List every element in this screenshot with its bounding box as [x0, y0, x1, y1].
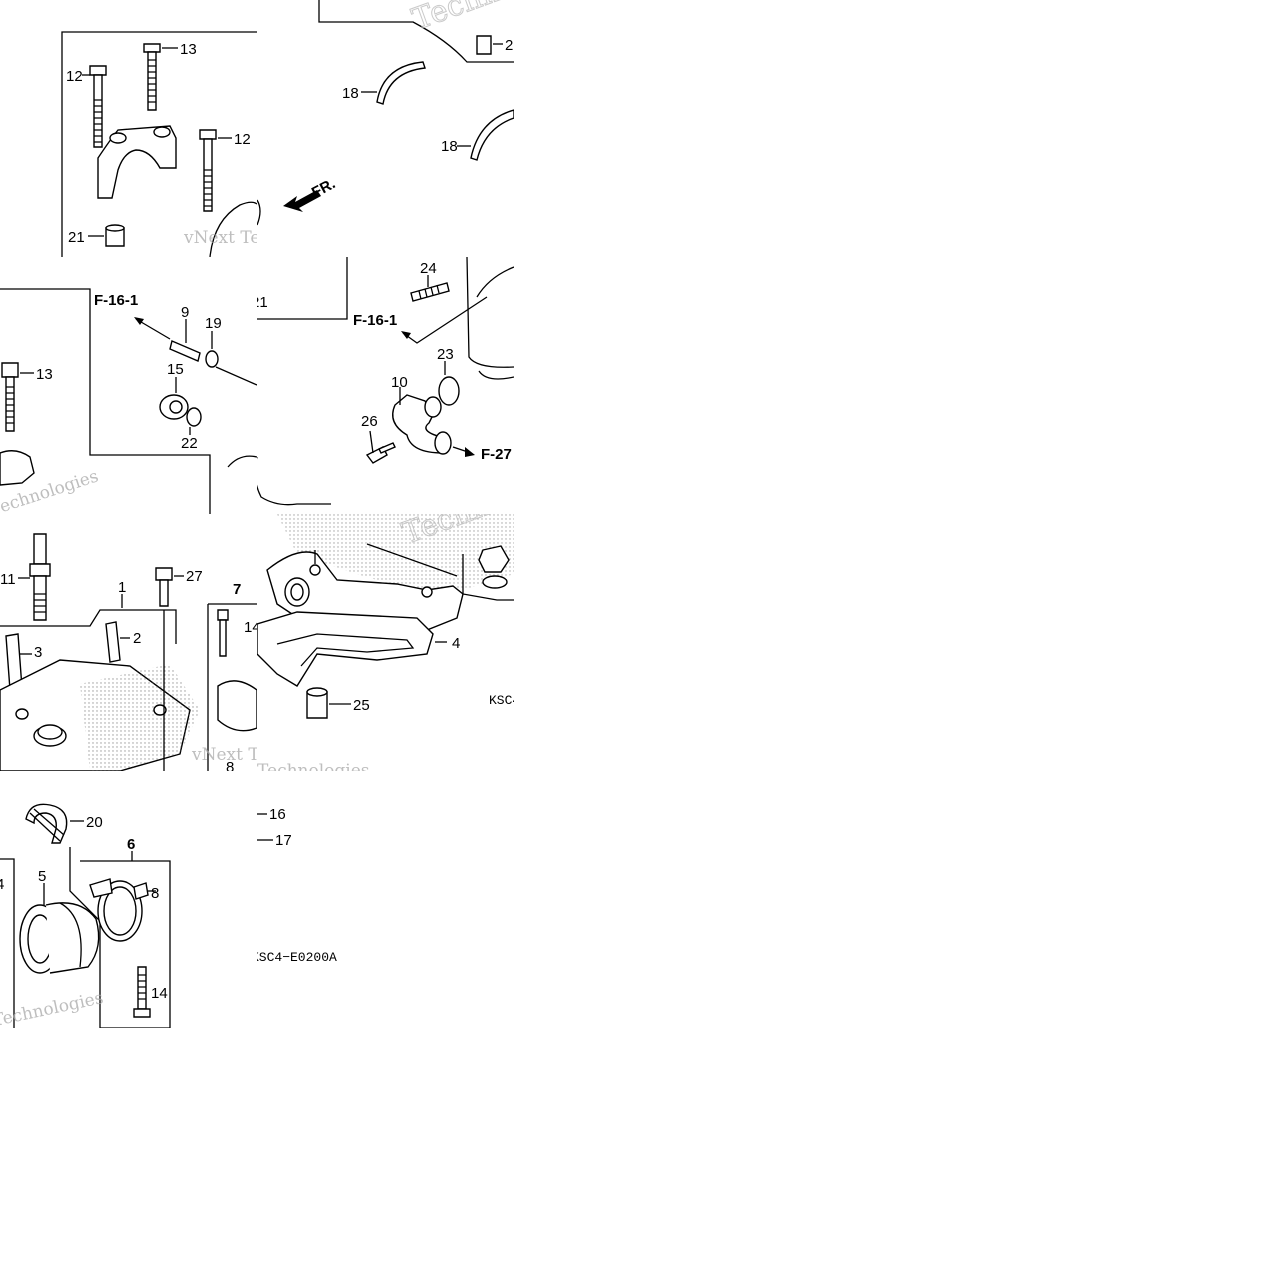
seal-15: 15 — [159, 361, 189, 420]
nut-washer — [478, 545, 510, 589]
stud-24: 24 — [410, 260, 450, 302]
ref-f16-1: F-16-1 — [94, 292, 138, 309]
cam-holder — [97, 125, 177, 199]
label-12-b: 12 — [234, 131, 251, 148]
gasket-4: 4 — [257, 611, 460, 687]
ref-f27: F-27 — [481, 446, 512, 463]
label-21-c: 21 — [257, 294, 268, 311]
cylinder-head — [0, 659, 200, 771]
label-5: 5 — [38, 868, 46, 885]
front-arrow: FR. — [283, 175, 338, 212]
tile-insulator: 4 20 5 6 — [0, 771, 257, 1028]
band-20: 20 — [25, 803, 103, 844]
clip-18-a: 18 — [342, 61, 426, 105]
label-12-a: 12 — [66, 68, 83, 85]
bolt-14-b: 14 — [133, 966, 168, 1018]
tile-cylinder-head-left: 11 27 1 2 3 — [0, 514, 257, 771]
dowel-2x: 2 — [476, 35, 513, 55]
label-2: 2 — [133, 630, 141, 647]
label-18-a: 18 — [342, 85, 359, 102]
dowel-21: 21 — [68, 224, 125, 247]
label-14-b: 14 — [151, 985, 168, 1002]
label-26: 26 — [361, 413, 378, 430]
nut-8: 8 — [133, 882, 159, 902]
guide-2: 2 — [105, 621, 141, 663]
label-6: 6 — [127, 836, 135, 853]
tile-legend: 16 17 KSC4−E0200A — [257, 771, 514, 1028]
label-27: 27 — [186, 568, 203, 585]
ref-f16-1-b: F-16-1 — [353, 312, 397, 329]
label-11: 11 — [0, 571, 16, 588]
oring-23: 23 — [437, 346, 460, 406]
label-4-b: 4 — [0, 876, 4, 893]
watermark: vNext Tec — [191, 745, 257, 765]
bolt-12-right: 12 — [199, 129, 251, 212]
bolt-13: 13 — [143, 41, 197, 111]
label-7: 7 — [233, 581, 241, 598]
label-22: 22 — [181, 435, 198, 452]
label-2x: 2 — [505, 37, 513, 54]
label-8-a: 8 — [226, 759, 234, 771]
tile-bolt-13: 13 F-16-1 9 19 15 — [0, 257, 257, 514]
bolt-13-b: 13 — [1, 362, 53, 432]
bolt-27: 27 — [155, 567, 203, 607]
label-10: 10 — [391, 374, 408, 391]
part-code-fragment: KSC4−E0200A — [489, 693, 514, 708]
label-13: 13 — [180, 41, 197, 58]
spark-plug-11: 11 — [0, 533, 51, 621]
clamp-6 — [89, 878, 143, 942]
label-21: 21 — [68, 229, 85, 246]
part-code: KSC4−E0200A — [257, 950, 337, 965]
label-16-b: 16 — [269, 806, 286, 823]
label-1: 1 — [118, 579, 126, 596]
label-13-b: 13 — [36, 366, 53, 383]
watermark: Technolo — [408, 0, 514, 38]
label-19: 19 — [205, 315, 222, 332]
washer-19: 19 — [205, 315, 222, 368]
watermark: vNext Tec — [183, 228, 257, 248]
label-25: 25 — [353, 697, 370, 714]
insulator-5: 5 — [19, 868, 100, 974]
fitting-10: 10 F-27 — [391, 374, 512, 463]
tile-cam-holder: 13 12 12 — [0, 0, 257, 257]
label-18-b: 18 — [441, 138, 458, 155]
label-24: 24 — [420, 260, 437, 277]
oring-22: 22 — [181, 407, 202, 452]
clip-18-b: 18 — [441, 109, 514, 161]
bolt-12-left: 12 — [66, 65, 107, 148]
bolt-26: 26 — [361, 413, 396, 464]
tile-cylinder-head-right: 4 25 KSC4−E0200A Technolo Technologies — [257, 514, 514, 771]
label-4: 4 — [452, 635, 460, 652]
tile-water-fitting: 21 24 F-16-1 23 10 — [257, 257, 514, 514]
label-14-a: 14 — [244, 619, 257, 636]
bolt-14: 14 — [217, 609, 257, 657]
label-3: 3 — [34, 644, 42, 661]
watermark: Technologies — [257, 761, 370, 771]
dowel-25: 25 — [306, 687, 370, 719]
nipple-9: F-16-1 9 — [94, 292, 201, 362]
label-20: 20 — [86, 814, 103, 831]
tile-clips: 2 18 18 FR. Technolo — [257, 0, 514, 257]
label-15: 15 — [167, 361, 184, 378]
label-23: 23 — [437, 346, 454, 363]
watermark: Technologies — [0, 988, 105, 1028]
label-8-b: 8 — [151, 885, 159, 902]
label-17-b: 17 — [275, 832, 292, 849]
label-9: 9 — [181, 304, 189, 321]
